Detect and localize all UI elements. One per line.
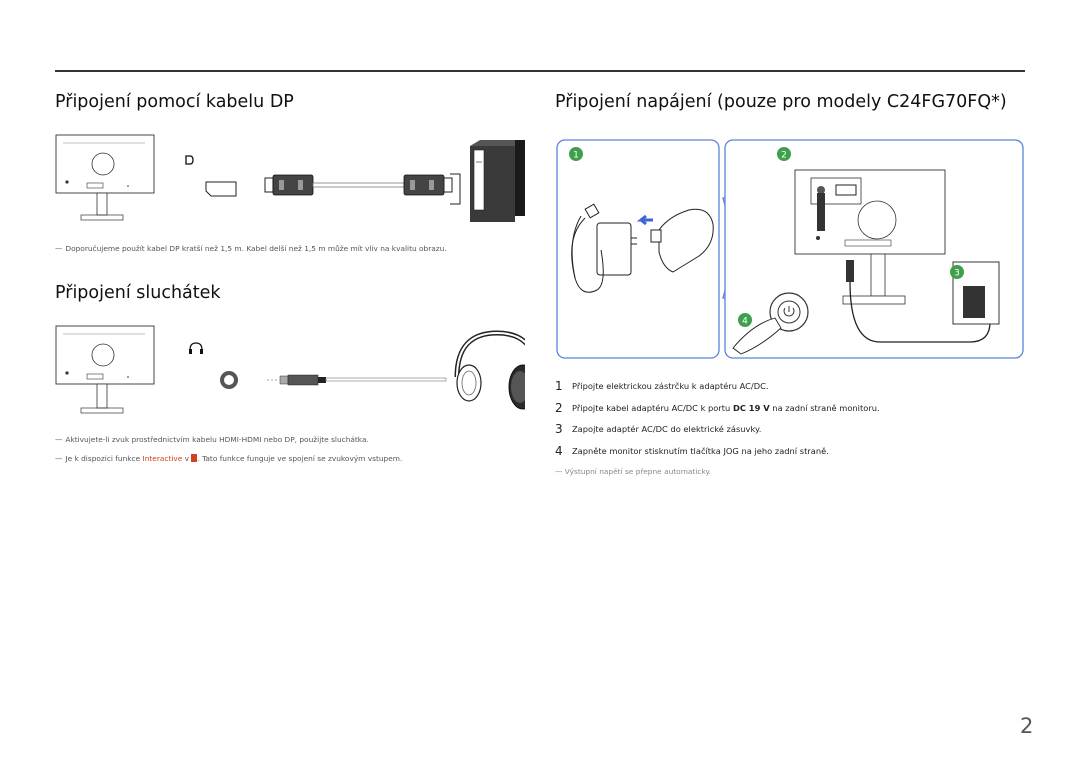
displayport-icon xyxy=(185,155,194,165)
heading-power-connection: Připojení napájení (pouze pro modely C24… xyxy=(555,92,1007,112)
callout-2 xyxy=(777,147,791,161)
power-connection-diagram: 1 2 3 4 xyxy=(556,139,1024,359)
callout-4 xyxy=(738,313,752,327)
headphone-icon xyxy=(189,342,203,354)
headphone-note-1: —Aktivujete-li zvuk prostřednictvím kabe… xyxy=(55,435,369,444)
callout-1-label: 1 xyxy=(573,151,579,161)
callout-2-label: 2 xyxy=(781,151,787,161)
headphone-note-2: —Je k dispozici funkce Interactive v . T… xyxy=(55,454,403,463)
dp-cable-note: —Doporučujeme použít kabel DP kratší než… xyxy=(55,244,447,253)
callout-3-label: 3 xyxy=(954,269,960,279)
callout-1 xyxy=(569,147,583,161)
page-number: 2 xyxy=(1020,714,1034,738)
headphone-connection-diagram xyxy=(55,325,525,414)
menu-icon xyxy=(191,454,198,462)
power-note: — Výstupní napětí se přepne automaticky. xyxy=(555,467,712,476)
heading-dp-connection: Připojení pomocí kabelu DP xyxy=(55,92,294,112)
heading-headphone-connection: Připojení sluchátek xyxy=(55,283,221,303)
dp-connection-diagram xyxy=(55,134,525,222)
callout-3 xyxy=(950,265,964,279)
top-rule xyxy=(55,70,1025,72)
callout-4-label: 4 xyxy=(742,317,748,327)
interactive-feature-label: Interactive xyxy=(142,454,183,463)
